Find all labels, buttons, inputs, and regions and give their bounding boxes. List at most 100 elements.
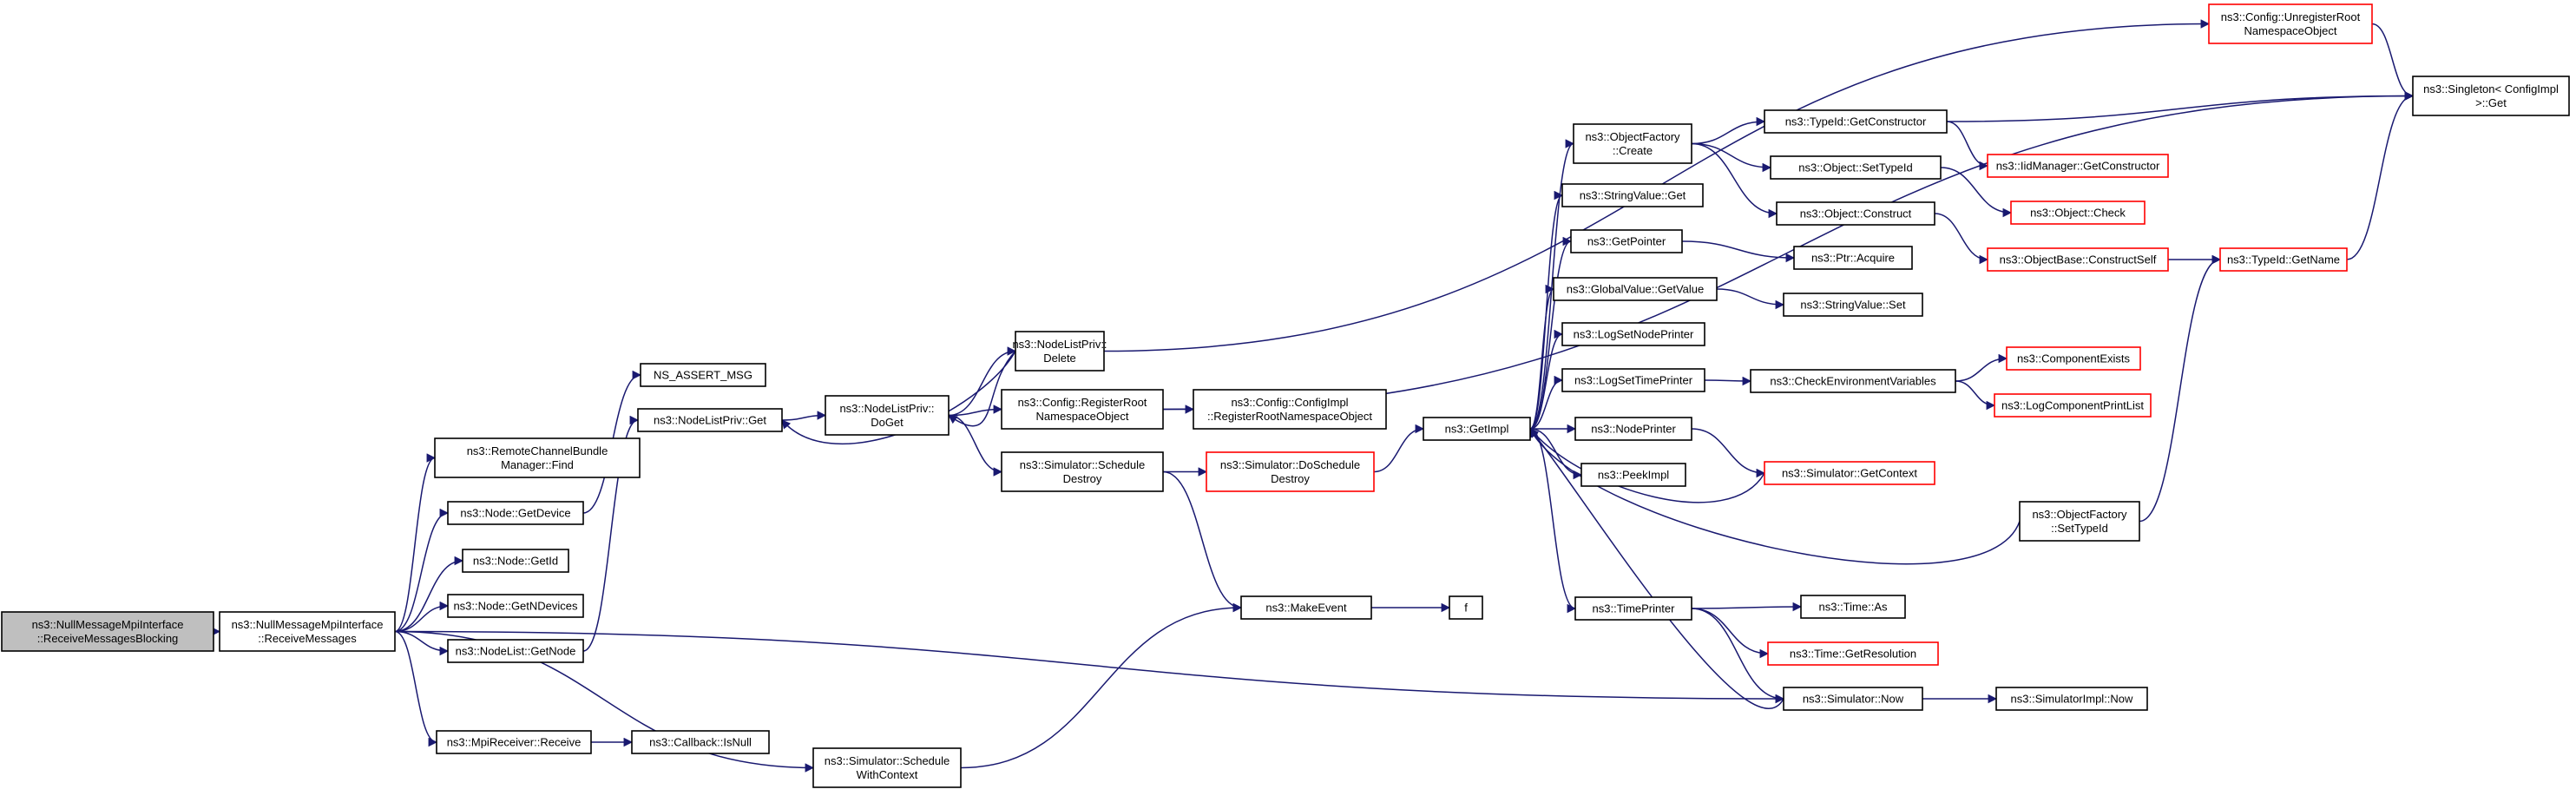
node-logtp[interactable]: ns3::LogSetTimePrinter — [1561, 368, 1705, 392]
call-edge-ofcreate-to-objcon — [1691, 142, 1778, 219]
node-lognp[interactable]: ns3::LogSetNodePrinter — [1561, 322, 1705, 346]
node-simnow[interactable]: ns3::Simulator::Now — [1783, 687, 1923, 711]
node-label-lognp: ns3::LogSetNodePrinter — [1574, 328, 1694, 341]
call-edge-recv-to-simnow — [394, 630, 1785, 704]
node-logcpl[interactable]: ns3::LogComponentPrintList — [1994, 393, 2152, 418]
node-label-ofcreate-line2: ::Create — [1613, 144, 1653, 157]
node-nlpdel[interactable]: ns3::NodeListPriv::Delete — [1012, 331, 1107, 372]
node-makeev[interactable]: ns3::MakeEvent — [1240, 595, 1372, 620]
call-edge-recv-to-mpirecv — [394, 630, 438, 747]
call-edge-chkenv-to-compex — [1955, 353, 2008, 382]
node-timeres[interactable]: ns3::Time::GetResolution — [1767, 641, 1939, 666]
node-label-nlpget: ns3::NodeListPriv::Get — [654, 414, 766, 427]
node-compex[interactable]: ns3::ComponentExists — [2006, 346, 2141, 371]
node-ptracq[interactable]: ns3::Ptr::Acquire — [1793, 246, 1913, 270]
node-svget[interactable]: ns3::StringValue::Get — [1561, 183, 1704, 207]
node-label-root-line1: ns3::NullMessageMpiInterface — [32, 618, 184, 631]
call-edge-recv-to-rcbm — [394, 453, 437, 633]
call-edge-recv-to-getid — [394, 556, 464, 633]
node-getctx[interactable]: ns3::Simulator::GetContext — [1764, 461, 1935, 485]
node-mpirecv[interactable]: ns3::MpiReceiver::Receive — [436, 730, 592, 754]
node-nsassert[interactable]: NS_ASSERT_MSG — [640, 363, 766, 387]
node-label-ofsti-line1: ns3::ObjectFactory — [2032, 508, 2127, 521]
node-objchk[interactable]: ns3::Object::Check — [2010, 201, 2146, 225]
node-label-isnull: ns3::Callback::IsNull — [649, 736, 752, 749]
call-edge-regroot-to-singget — [1162, 91, 2415, 411]
node-gvget[interactable]: ns3::GlobalValue::GetValue — [1553, 277, 1718, 301]
node-ofsti[interactable]: ns3::ObjectFactory::SetTypeId — [2019, 501, 2140, 542]
call-edge-getnode-to-nlpget — [582, 415, 640, 652]
node-label-schctx-line1: ns3::Simulator::Schedule — [825, 754, 950, 767]
node-tidgc[interactable]: ns3::TypeId::GetConstructor — [1764, 109, 1948, 134]
call-edge-ofcreate-to-tidgc — [1691, 116, 1766, 145]
node-recv[interactable]: ns3::NullMessageMpiInterface::ReceiveMes… — [219, 611, 396, 652]
call-edge-schdes-to-makeev — [1162, 470, 1243, 613]
call-edge-getimpl-to-gvget — [1529, 284, 1555, 430]
node-regroot[interactable]: ns3::Config::RegisterRootNamespaceObject — [1001, 389, 1164, 430]
node-label-unreg-line1: ns3::Config::UnregisterRoot — [2221, 10, 2361, 23]
node-getnode[interactable]: ns3::NodeList::GetNode — [447, 639, 584, 663]
node-obcs[interactable]: ns3::ObjectBase::ConstructSelf — [1987, 247, 2169, 272]
node-getid[interactable]: ns3::Node::GetId — [462, 549, 569, 573]
node-implnow[interactable]: ns3::SimulatorImpl::Now — [1995, 687, 2148, 711]
node-doget[interactable]: ns3::NodeListPriv::DoGet — [825, 395, 950, 436]
node-peek[interactable]: ns3::PeekImpl — [1580, 463, 1686, 487]
node-label-doget-line2: DoGet — [871, 416, 904, 429]
node-getptr[interactable]: ns3::GetPointer — [1570, 229, 1683, 253]
node-getdev[interactable]: ns3::Node::GetDevice — [447, 501, 584, 525]
node-timepr[interactable]: ns3::TimePrinter — [1574, 596, 1692, 621]
node-chkenv[interactable]: ns3::CheckEnvironmentVariables — [1750, 369, 1956, 393]
node-label-tidgn: ns3::TypeId::GetName — [2227, 253, 2340, 266]
node-label-doschdes-line1: ns3::Simulator::DoSchedule — [1220, 458, 1360, 471]
node-label-root-line2: ::ReceiveMessagesBlocking — [37, 632, 179, 645]
node-cfgreg[interactable]: ns3::Config::ConfigImpl::RegisterRootNam… — [1193, 389, 1387, 430]
node-label-rcbm-line1: ns3::RemoteChannelBundle — [467, 444, 608, 457]
node-label-nodepr: ns3::NodePrinter — [1591, 423, 1676, 436]
node-objcon[interactable]: ns3::Object::Construct — [1776, 201, 1935, 226]
node-label-objsti: ns3::Object::SetTypeId — [1798, 161, 1913, 174]
call-edge-getctx-to-getimpl — [1529, 428, 1765, 503]
node-label-gvget: ns3::GlobalValue::GetValue — [1567, 283, 1705, 296]
node-label-recv-line1: ns3::NullMessageMpiInterface — [232, 618, 384, 631]
node-label-getnode: ns3::NodeList::GetNode — [456, 645, 576, 658]
node-singget[interactable]: ns3::Singleton< ConfigImpl >::Get — [2412, 76, 2570, 116]
node-timeas[interactable]: ns3::Time::As — [1800, 595, 1906, 619]
node-label-doschdes-line2: Destroy — [1271, 472, 1310, 485]
call-edge-ofcreate-to-objsti — [1691, 142, 1772, 173]
node-nlpget[interactable]: ns3::NodeListPriv::Get — [637, 408, 783, 432]
node-label-unreg-line2: NamespaceObject — [2244, 24, 2337, 37]
node-label-objchk: ns3::Object::Check — [2030, 207, 2126, 220]
node-label-compex: ns3::ComponentExists — [2017, 352, 2131, 365]
node-label-obcs: ns3::ObjectBase::ConstructSelf — [2000, 253, 2157, 266]
node-getnd[interactable]: ns3::Node::GetNDevices — [447, 594, 584, 618]
node-isnull[interactable]: ns3::Callback::IsNull — [631, 730, 770, 754]
node-label-recv-line2: ::ReceiveMessages — [258, 632, 357, 645]
node-label-schdes-line1: ns3::Simulator::Schedule — [1020, 458, 1146, 471]
node-svset[interactable]: ns3::StringValue::Set — [1783, 293, 1923, 317]
node-nodepr[interactable]: ns3::NodePrinter — [1574, 417, 1692, 441]
node-label-timepr: ns3::TimePrinter — [1593, 602, 1676, 615]
node-f[interactable]: f — [1449, 595, 1483, 620]
node-unreg[interactable]: ns3::Config::UnregisterRootNamespaceObje… — [2208, 3, 2373, 44]
edges-layer — [211, 19, 2415, 773]
node-tidgn[interactable]: ns3::TypeId::GetName — [2219, 247, 2348, 272]
node-ofcreate[interactable]: ns3::ObjectFactory::Create — [1573, 123, 1692, 164]
node-objsti[interactable]: ns3::Object::SetTypeId — [1770, 155, 1942, 180]
node-label-schdes-line2: Destroy — [1063, 472, 1102, 485]
call-edge-doschdes-to-getimpl — [1373, 424, 1425, 473]
node-label-schctx-line2: WithContext — [857, 768, 918, 781]
node-label-singget-line2: >::Get — [2475, 96, 2507, 109]
node-label-ptracq: ns3::Ptr::Acquire — [1811, 252, 1895, 265]
node-getimpl[interactable]: ns3::GetImpl — [1423, 417, 1531, 441]
node-label-rcbm-line2: Manager::Find — [501, 458, 574, 471]
call-edge-doget-to-schdes — [948, 414, 1003, 477]
node-label-simnow: ns3::Simulator::Now — [1803, 693, 1904, 706]
node-label-getimpl: ns3::GetImpl — [1445, 423, 1509, 436]
node-iidgc[interactable]: ns3::IidManager::GetConstructor — [1987, 154, 2169, 178]
call-edge-logtp-to-chkenv — [1704, 376, 1752, 386]
call-edge-unreg-to-singget — [2371, 23, 2415, 101]
